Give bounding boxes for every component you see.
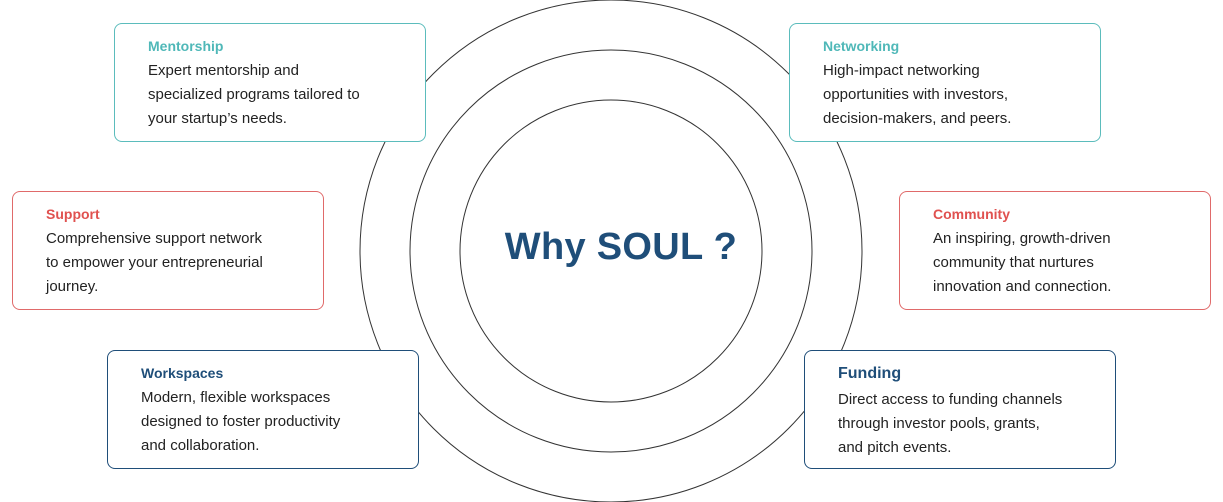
- card-title-support: Support: [46, 206, 100, 222]
- card-text-funding: Direct access to funding channels throug…: [838, 391, 1063, 456]
- middle-ring: [409, 49, 813, 453]
- card-text-support: Comprehensive support network to empower…: [46, 230, 263, 295]
- card-title-mentorship: Mentorship: [148, 38, 224, 54]
- inner-ring: [459, 99, 763, 403]
- card-networking: Networking High-impact networking opport…: [789, 23, 1101, 142]
- center-title: Why SOUL ?: [504, 226, 738, 268]
- card-funding: Funding Direct access to funding channel…: [804, 350, 1116, 469]
- card-text-mentorship: Expert mentorship and specialized progra…: [148, 62, 360, 127]
- card-title-funding: Funding: [838, 365, 902, 382]
- card-title-workspaces: Workspaces: [141, 365, 224, 381]
- card-text-community: An inspiring, growth-driven community th…: [933, 230, 1112, 295]
- outer-ring: [359, 0, 863, 502]
- card-text-workspaces: Modern, flexible workspaces designed to …: [141, 389, 341, 454]
- card-text-networking: High-impact networking opportunities wit…: [823, 62, 1012, 127]
- card-community: Community An inspiring, growth-driven co…: [899, 191, 1211, 310]
- card-workspaces: Workspaces Modern, flexible workspaces d…: [107, 350, 419, 469]
- card-title-community: Community: [933, 206, 1010, 222]
- card-support: Support Comprehensive support network to…: [12, 191, 324, 310]
- card-title-networking: Networking: [823, 38, 900, 54]
- card-mentorship: Mentorship Expert mentorship and special…: [114, 23, 426, 142]
